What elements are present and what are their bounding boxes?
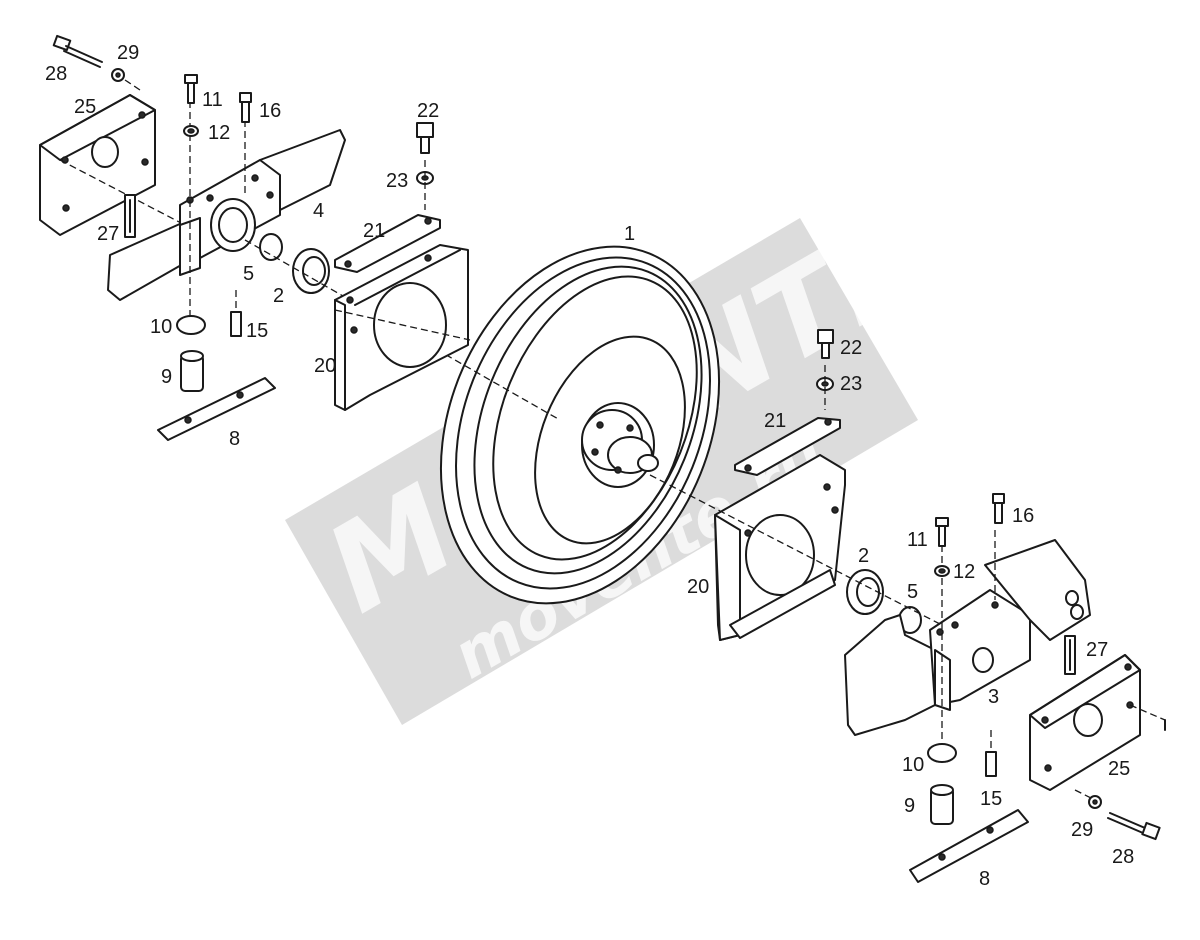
lock-plate-lower-21 (734, 417, 841, 476)
callout-20-lower: 20 (687, 576, 709, 598)
bolt-lower-22 (817, 329, 834, 359)
callout-4: 4 (313, 200, 324, 222)
track-frame-right (844, 530, 1091, 755)
pin-right-15 (985, 730, 997, 777)
bolt-right-28 (1107, 812, 1161, 841)
lock-plate-upper-21 (334, 214, 441, 273)
track-frame-left (107, 90, 346, 330)
bearing-block-upper-20 (334, 244, 471, 411)
callout-labels: 1 2 2 3 4 5 5 8 8 9 9 10 10 11 11 12 12 … (45, 42, 1134, 890)
callout-21-upper: 21 (363, 220, 385, 242)
shim-plate-left-8 (157, 377, 276, 441)
clip-left-27 (124, 194, 136, 238)
bolt-right-11 (935, 517, 949, 547)
callout-15-right: 15 (980, 788, 1002, 810)
callout-28-left: 28 (45, 63, 67, 85)
callout-15-left: 15 (246, 320, 268, 342)
bolt-left-16 (239, 92, 252, 123)
callout-27-left: 27 (97, 223, 119, 245)
callout-29-left: 29 (117, 42, 139, 64)
callout-23-lower: 23 (840, 373, 862, 395)
oring-left-5 (259, 233, 283, 261)
washer-left-12 (183, 125, 199, 137)
callout-27-right: 27 (1086, 639, 1108, 661)
callout-5-left: 5 (243, 263, 254, 285)
callout-2-right: 2 (858, 545, 869, 567)
end-plate-right (1029, 654, 1166, 791)
callout-22-lower: 22 (840, 337, 862, 359)
spacer-right-9 (930, 784, 954, 825)
callout-10-right: 10 (902, 754, 924, 776)
callout-2-left: 2 (273, 285, 284, 307)
callout-16-right: 16 (1012, 505, 1034, 527)
seal-left-2 (292, 248, 330, 294)
callout-11-left: 11 (202, 89, 223, 111)
clip-right-27 (1064, 635, 1076, 675)
bolt-right-16 (992, 493, 1005, 524)
washer-right-12 (934, 565, 950, 577)
end-plate-left (39, 94, 186, 236)
bolt-left-28 (52, 34, 103, 68)
plug-right-10 (927, 743, 957, 763)
callout-8-left: 8 (229, 428, 240, 450)
bearing-block-lower-20 (714, 454, 846, 641)
washer-left-29 (111, 68, 125, 82)
callout-5-right: 5 (907, 581, 918, 603)
callout-25-left: 25 (74, 96, 96, 118)
pin-left-15 (230, 290, 242, 337)
callout-8-right: 8 (979, 868, 990, 890)
callout-23-upper: 23 (386, 170, 408, 192)
callout-3: 3 (988, 686, 999, 708)
callout-10-left: 10 (150, 316, 172, 338)
idler-wheel (439, 245, 721, 605)
callout-11-right: 11 (907, 529, 928, 551)
bolt-left-11 (184, 74, 198, 104)
spacer-left-9 (180, 350, 204, 392)
callout-12-left: 12 (208, 122, 230, 144)
callout-1: 1 (624, 223, 635, 245)
callout-21-lower: 21 (764, 410, 786, 432)
callout-9-right: 9 (904, 795, 915, 817)
callout-28-right: 28 (1112, 846, 1134, 868)
callout-29-right: 29 (1071, 819, 1093, 841)
callout-12-right: 12 (953, 561, 975, 583)
callout-20-upper: 20 (314, 355, 336, 377)
callout-22-upper: 22 (417, 100, 439, 122)
plug-left-10 (176, 315, 206, 335)
shim-plate-right-8 (909, 809, 1029, 883)
callout-9-left: 9 (161, 366, 172, 388)
callout-16-left: 16 (259, 100, 281, 122)
bolt-upper-22 (416, 122, 434, 154)
washer-right-29 (1088, 795, 1102, 809)
callout-25-right: 25 (1108, 758, 1130, 780)
